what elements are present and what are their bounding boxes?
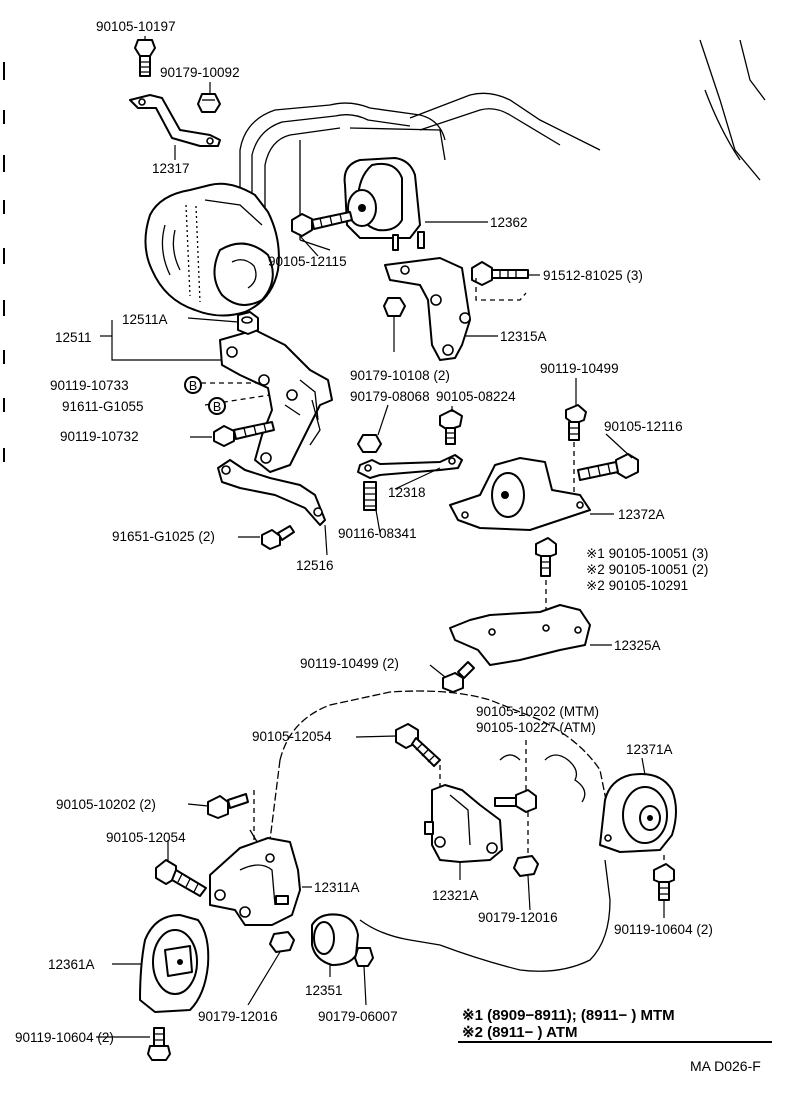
label-91512-81025: 91512-81025 (3) (543, 268, 643, 283)
label-90105-12054-upper: 90105-12054 (252, 729, 332, 744)
label-12325A: 12325A (614, 638, 661, 653)
bolt-90105-10202-left (207, 793, 249, 819)
bolt-90105-12115 (291, 211, 353, 237)
nut-90179-06007 (354, 947, 374, 967)
label-90105-10202-2: 90105-10202 (2) (56, 797, 156, 812)
bracket-12315A (384, 257, 471, 361)
label-12361A: 12361A (48, 957, 95, 972)
bracket-12325A (449, 604, 591, 666)
label-90105-10197: 90105-10197 (96, 19, 176, 34)
label-12315A: 12315A (500, 329, 547, 344)
stay-12516 (217, 459, 326, 526)
label-90179-06007: 90179-06007 (318, 1009, 398, 1024)
label-90105-08224: 90105-08224 (436, 389, 516, 404)
bracket-12317 (129, 94, 221, 147)
stud-90116-08341 (363, 481, 377, 511)
label-90119-10604-left: 90119-10604 (2) (15, 1030, 114, 1045)
svg-text:B: B (189, 379, 197, 393)
drawing-code: MA D026-F (690, 1058, 761, 1074)
bolt-90119-10499-bottom (442, 661, 475, 693)
label-12311A: 12311A (314, 880, 360, 895)
callout-b-1: B (184, 376, 202, 394)
stay-12318 (357, 454, 463, 479)
label-90179-12016-left: 90179-12016 (198, 1009, 278, 1024)
nut-90179-12016-right (513, 855, 539, 877)
label-90105-10202-mtm: 90105-10202 (MTM) (476, 704, 599, 719)
label-90119-10499-top: 90119-10499 (540, 361, 619, 376)
mount-12371A (599, 773, 677, 853)
label-12516: 12516 (296, 558, 334, 573)
engine-outline-top (239, 39, 766, 251)
bolt-90119-10499-top (565, 404, 587, 441)
mount-12372A (449, 457, 591, 531)
mount-12351 (311, 913, 359, 966)
mount-12361A (139, 914, 210, 1013)
label-90119-10733: 90119-10733 (50, 378, 129, 393)
label-90105-12116: 90105-12116 (604, 419, 683, 434)
label-12371A: 12371A (626, 742, 673, 757)
label-90179-12016-right: 90179-12016 (478, 910, 558, 925)
footnotes: ※1 (8909−8911); (8911− ) MTM ※2 (8911− )… (458, 1007, 772, 1043)
label-90105-10291: ※2 90105-10291 (586, 578, 688, 593)
bolt-90119-10604-right (653, 863, 675, 901)
label-12318: 12318 (388, 485, 426, 500)
footnote-1: ※1 (8909−8911); (8911− ) MTM (462, 1007, 675, 1024)
label-12351: 12351 (305, 983, 343, 998)
label-12372A: 12372A (618, 507, 665, 522)
alternator (144, 182, 280, 317)
bolt-90105-08224 (439, 409, 463, 445)
label-12511: 12511 (55, 330, 92, 345)
label-90179-08068: 90179-08068 (350, 389, 430, 404)
part-labels: 90105-10197 90179-10092 12317 12362 9010… (15, 19, 713, 1045)
leader-lines (96, 36, 665, 1038)
label-90105-10227-atm: 90105-10227 (ATM) (476, 720, 596, 735)
label-12321A: 12321A (432, 888, 479, 903)
callout-b-2: B (208, 397, 226, 415)
nut-90179-08068 (357, 434, 382, 453)
bolt-90105-12054-upper (395, 723, 441, 767)
bolt-90119-10732 (213, 421, 275, 447)
bolt-90105-10197 (134, 39, 156, 77)
bolt-91651-G1025 (261, 525, 295, 550)
bolt-90119-10604-left (147, 1027, 171, 1061)
label-90105-10051-3: ※1 90105-10051 (3) (586, 546, 708, 561)
label-90105-12054-lower: 90105-12054 (106, 830, 186, 845)
label-90116-08341: 90116-08341 (338, 526, 417, 541)
engine-mount-12362 (343, 157, 425, 251)
label-91611-G1055: 91611-G1055 (62, 399, 144, 414)
bracket-12511 (219, 329, 333, 473)
label-12317: 12317 (152, 161, 190, 176)
nut-90179-10092 (197, 93, 221, 113)
bolt-90105-12054-lower (155, 859, 207, 897)
label-90179-10108: 90179-10108 (2) (350, 368, 450, 383)
svg-text:B: B (213, 400, 221, 414)
label-90179-10092: 90179-10092 (160, 65, 240, 80)
bolt-90105-12116 (577, 453, 639, 481)
bolt-90105-10202-mtm (494, 789, 537, 813)
bolt-90105-10051 (535, 537, 557, 577)
label-90119-10499-2: 90119-10499 (2) (300, 656, 399, 671)
label-90105-12115: 90105-12115 (268, 254, 347, 269)
nut-90179-12016-left (269, 931, 295, 953)
nut-90179-10108 (383, 297, 406, 317)
bracket-12311A (209, 837, 301, 926)
label-91651-G1025: 91651-G1025 (2) (112, 529, 215, 544)
bracket-12321A (424, 784, 503, 863)
bolt-91512-81025 (471, 261, 529, 286)
label-90119-10732: 90119-10732 (60, 429, 139, 444)
label-12362: 12362 (490, 215, 528, 230)
label-12511A: 12511A (122, 312, 168, 327)
label-90119-10604-right: 90119-10604 (2) (614, 922, 713, 937)
footnote-2: ※2 (8911− ) ATM (462, 1024, 578, 1041)
spacer-12511A (237, 311, 259, 335)
label-90105-10051-2: ※2 90105-10051 (2) (586, 562, 708, 577)
